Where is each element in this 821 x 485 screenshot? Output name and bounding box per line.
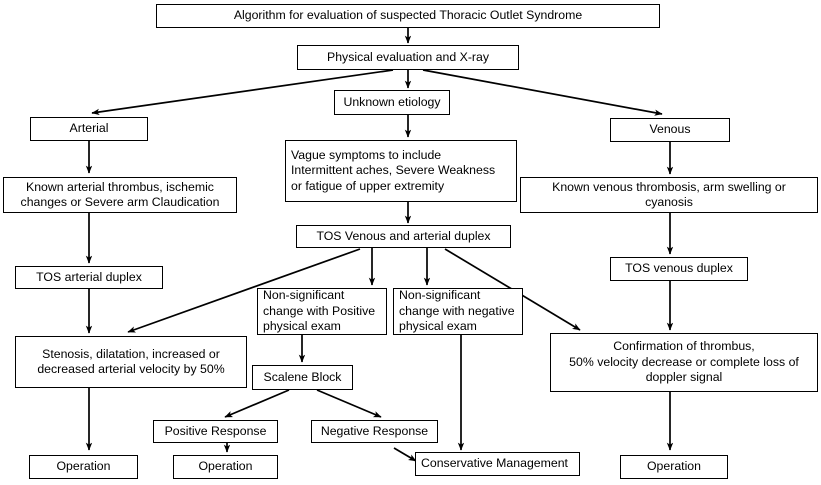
node-arterial-label: Arterial: [69, 121, 109, 136]
node-stenosis: Stenosis, dilatation, increased or decre…: [15, 336, 247, 388]
node-stenosis-label: Stenosis, dilatation, increased or decre…: [37, 346, 225, 377]
node-tos-arterial-duplex: TOS arterial duplex: [15, 266, 163, 289]
edge-negresponse-conservative: [393, 447, 417, 462]
node-scalene-block: Scalene Block: [252, 365, 353, 390]
node-tos-venous-duplex-label: TOS venous duplex: [625, 261, 733, 276]
node-physical-evaluation-label: Physical evaluation and X-ray: [327, 49, 489, 64]
node-physical-evaluation: Physical evaluation and X-ray: [297, 45, 519, 70]
node-scalene-block-label: Scalene Block: [263, 369, 342, 384]
node-operation-right-label: Operation: [646, 459, 701, 474]
node-operation-middle: Operation: [173, 455, 278, 479]
node-negative-response-label: Negative Response: [320, 423, 429, 438]
node-title-label: Algorithm for evaluation of suspected Th…: [233, 8, 583, 23]
node-operation-left: Operation: [29, 455, 138, 479]
node-known-venous-thrombosis: Known venous thrombosis, arm swelling or…: [520, 177, 818, 213]
node-positive-response: Positive Response: [153, 420, 278, 443]
node-unknown-etiology: Unknown etiology: [334, 90, 450, 115]
node-unknown-etiology-label: Unknown etiology: [343, 94, 441, 109]
node-nonsignificant-negative-label: Non-significant change with negative phy…: [399, 288, 515, 334]
node-vague-symptoms-label: Vague symptoms to include Intermittent a…: [291, 147, 496, 193]
node-confirmation-thrombus: Confirmation of thrombus, 50% velocity d…: [550, 333, 818, 392]
node-tos-venous-arterial-duplex: TOS Venous and arterial duplex: [296, 225, 511, 248]
edge-scalene-posresponse: [224, 389, 290, 418]
node-arterial: Arterial: [30, 117, 148, 141]
node-positive-response-label: Positive Response: [164, 423, 267, 438]
node-operation-right: Operation: [620, 455, 728, 479]
node-known-arterial-thrombus-label: Known arterial thrombus, ischemic change…: [20, 179, 220, 210]
node-tos-arterial-duplex-label: TOS arterial duplex: [36, 269, 142, 284]
edge-scalene-negresponse: [316, 389, 382, 418]
node-nonsignificant-positive: Non-significant change with Positive phy…: [257, 288, 387, 335]
node-operation-middle-label: Operation: [198, 459, 253, 474]
node-nonsignificant-negative: Non-significant change with negative phy…: [393, 288, 523, 335]
node-operation-left-label: Operation: [56, 459, 111, 474]
edge-physical-venous: [422, 69, 663, 116]
node-conservative-management: Conservative Management: [415, 452, 580, 476]
node-nonsignificant-positive-label: Non-significant change with Positive phy…: [263, 288, 376, 334]
node-known-arterial-thrombus: Known arterial thrombus, ischemic change…: [3, 177, 237, 213]
node-venous-label: Venous: [649, 122, 691, 137]
node-conservative-management-label: Conservative Management: [421, 456, 568, 471]
node-known-venous-thrombosis-label: Known venous thrombosis, arm swelling or…: [552, 179, 786, 210]
node-tos-venous-duplex: TOS venous duplex: [610, 257, 748, 281]
node-venous: Venous: [610, 118, 730, 142]
node-negative-response: Negative Response: [311, 420, 438, 443]
node-title: Algorithm for evaluation of suspected Th…: [156, 4, 660, 28]
node-vague-symptoms: Vague symptoms to include Intermittent a…: [285, 140, 517, 202]
node-tos-venous-arterial-duplex-label: TOS Venous and arterial duplex: [316, 228, 491, 243]
node-confirmation-thrombus-label: Confirmation of thrombus, 50% velocity d…: [569, 339, 799, 385]
